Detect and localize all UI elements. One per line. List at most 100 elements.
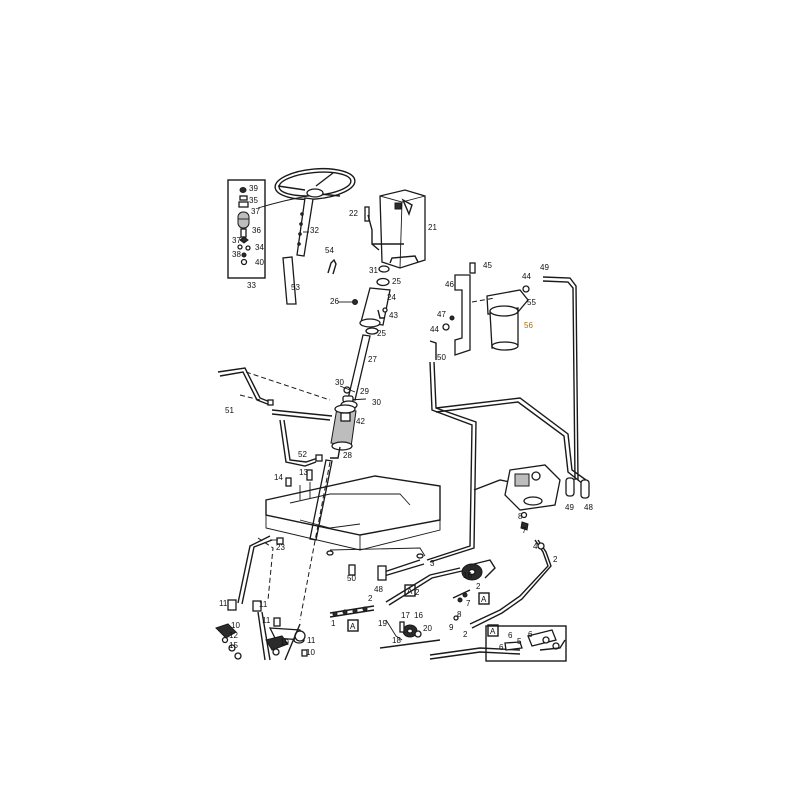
part-label-50: 50 <box>437 353 446 362</box>
part-label-40: 40 <box>255 258 264 267</box>
bracket-22 <box>364 206 404 251</box>
part-label-50: 50 <box>347 574 356 583</box>
inset-box-33 <box>227 179 266 279</box>
part-label-49: 49 <box>565 503 574 512</box>
left-steering-arms <box>215 535 308 661</box>
part-label-6: 6 <box>528 630 533 639</box>
part-label-25: 25 <box>377 329 386 338</box>
part-label-35: 35 <box>249 196 258 205</box>
ref-box-a: A <box>347 619 359 632</box>
part-label-25: 25 <box>392 277 401 286</box>
oil-filter-assembly <box>429 262 530 360</box>
part-label-51: 51 <box>225 406 234 415</box>
part-label-10: 10 <box>306 648 315 657</box>
part-label-2: 2 <box>368 594 373 603</box>
part-label-29: 29 <box>360 387 369 396</box>
part-label-26: 26 <box>330 297 339 306</box>
part-label-49: 49 <box>540 263 549 272</box>
part-label-11: 11 <box>219 599 228 608</box>
part-label-21: 21 <box>428 223 437 232</box>
part-label-42: 42 <box>356 417 365 426</box>
part-label-34: 34 <box>255 243 264 252</box>
part-label-11: 11 <box>262 616 271 625</box>
ref-box-a-text: A <box>490 627 496 636</box>
part-label-22: 22 <box>349 209 358 218</box>
part-label-11: 11 <box>307 636 316 645</box>
part-label-36: 36 <box>252 226 261 235</box>
part-label-16: 16 <box>463 571 472 580</box>
ref-box-a: A <box>478 592 490 605</box>
part-label-37: 37 <box>232 236 241 245</box>
part-label-12: 12 <box>229 631 238 640</box>
part-label-55: 55 <box>527 298 536 307</box>
column-cover-21 <box>379 189 426 269</box>
part-label-16: 16 <box>414 611 423 620</box>
part-label-28: 28 <box>343 451 352 460</box>
part-label-4: 4 <box>533 542 538 551</box>
part-label-24: 24 <box>387 293 396 302</box>
steering-unit-42 <box>330 400 358 459</box>
part-label-2: 2 <box>553 555 558 564</box>
part-label-48: 48 <box>374 585 383 594</box>
lower-shaft-53 <box>282 256 297 305</box>
part-label-47: 47 <box>437 310 446 319</box>
part-label-32: 32 <box>310 226 319 235</box>
part-label-46: 46 <box>445 280 454 289</box>
ref-box-a-text: A <box>407 587 413 596</box>
part-label-6: 6 <box>508 631 513 640</box>
part-label-11: 11 <box>259 600 268 609</box>
part-label-7: 7 <box>522 526 527 535</box>
part-label-45: 45 <box>483 261 492 270</box>
ref-box-a: A <box>404 584 416 597</box>
part-label-14: 14 <box>274 473 283 482</box>
inset-a <box>485 625 567 662</box>
reference-boxes: A A A A <box>347 584 499 637</box>
part-label-23: 23 <box>276 543 285 552</box>
ref-box-a-text: A <box>350 622 356 631</box>
part-label-33: 33 <box>247 281 256 290</box>
part-label-3: 3 <box>430 559 435 568</box>
part-label-6: 6 <box>499 643 504 652</box>
part-label-30: 30 <box>335 378 344 387</box>
steering-shaft <box>296 197 314 257</box>
part-label-2: 2 <box>415 588 420 597</box>
clip-54 <box>327 258 337 275</box>
right-tie-rod <box>469 511 552 629</box>
part-label-13: 13 <box>299 468 308 477</box>
part-label-19: 19 <box>378 619 387 628</box>
part-label-7: 7 <box>466 599 471 608</box>
part-label-27: 27 <box>368 355 377 364</box>
hydraulic-hoses <box>383 276 587 577</box>
part-label-2: 2 <box>476 582 481 591</box>
part-label-48: 48 <box>584 503 593 512</box>
lower-linkage <box>329 559 521 660</box>
hydraulic-pipes <box>217 367 333 467</box>
part-label-31: 31 <box>369 266 378 275</box>
part-label-53: 53 <box>291 283 300 292</box>
steering-wheel <box>257 167 356 209</box>
part-label-20: 20 <box>423 624 432 633</box>
part-label-52: 52 <box>298 450 307 459</box>
part-label-38: 38 <box>232 250 241 259</box>
part-label-18: 18 <box>392 636 401 645</box>
part-label-17: 17 <box>401 611 410 620</box>
ref-box-a: A <box>487 624 499 637</box>
part-label-43: 43 <box>389 311 398 320</box>
part-label-54: 54 <box>325 246 334 255</box>
part-label-56: 56 <box>524 321 533 330</box>
ref-box-a-text: A <box>481 595 487 604</box>
mower-frame <box>265 469 441 559</box>
part-label-8: 8 <box>457 610 462 619</box>
part-label-37: 37 <box>251 207 260 216</box>
artwork <box>215 167 590 662</box>
part-label-39: 39 <box>249 184 258 193</box>
part-label-2: 2 <box>463 630 468 639</box>
part-label-19: 19 <box>280 638 289 647</box>
part-label-8: 8 <box>518 512 523 521</box>
part-label-44: 44 <box>522 272 531 281</box>
part-label-9: 9 <box>449 623 454 632</box>
part-label-5: 5 <box>517 637 522 646</box>
part-label-30: 30 <box>372 398 381 407</box>
